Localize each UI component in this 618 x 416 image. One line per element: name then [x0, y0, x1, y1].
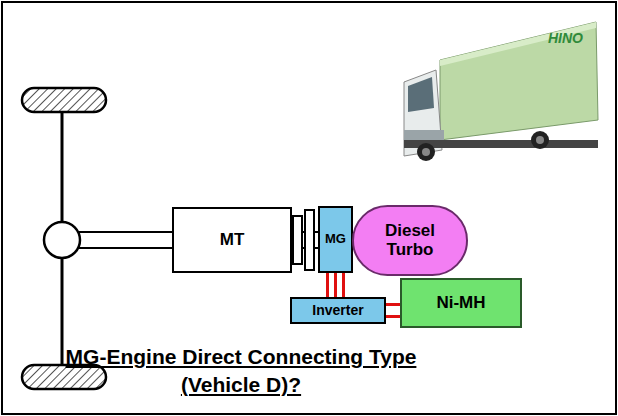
- node-label: Inverter: [312, 303, 363, 318]
- node-label: MT: [220, 231, 245, 250]
- connector: [386, 305, 400, 317]
- wheel: [22, 88, 106, 112]
- inverter-box: Inverter: [290, 297, 386, 324]
- node-label: MG: [325, 232, 346, 246]
- shaft: [78, 247, 173, 249]
- motor-generator-box: MG: [318, 206, 353, 273]
- wheel: [22, 365, 106, 389]
- shaft: [78, 231, 173, 233]
- clutch-plate: [305, 210, 314, 270]
- differential: [44, 222, 80, 258]
- caption: MG-Engine Direct Connecting Type (Vehicl…: [26, 343, 456, 399]
- connector: [328, 273, 344, 297]
- transmission-box: MT: [172, 207, 292, 273]
- battery-box: Ni-MH: [400, 278, 522, 328]
- logo-text: HINO: [548, 30, 583, 46]
- truck-illustration: [404, 22, 598, 161]
- engine-box: Diesel Turbo: [352, 205, 468, 276]
- node-label: Ni-MH: [436, 294, 485, 313]
- node-label: Diesel Turbo: [370, 222, 450, 259]
- clutch-plate: [293, 216, 302, 264]
